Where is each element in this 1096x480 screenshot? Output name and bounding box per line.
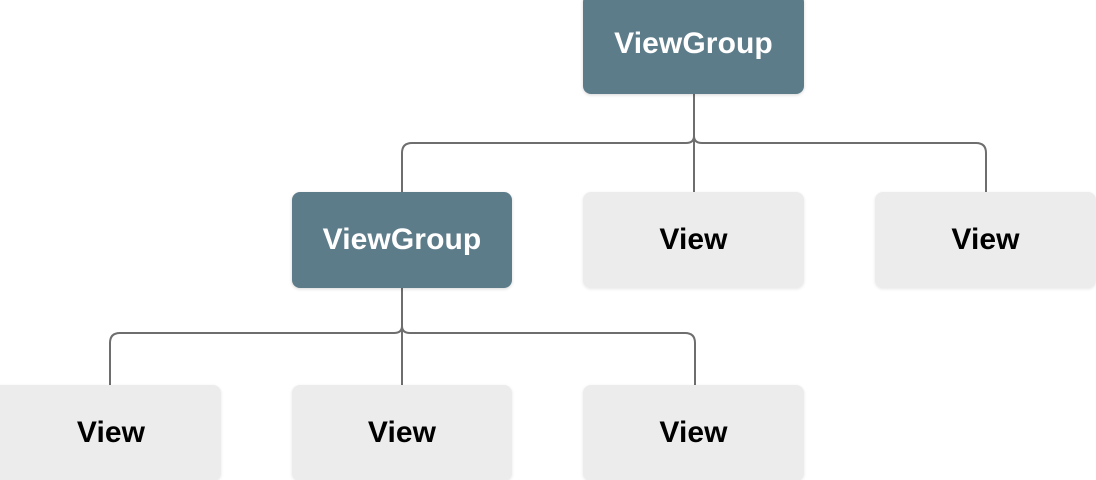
node-root-viewgroup[interactable]: ViewGroup <box>583 0 804 94</box>
edge-bus2-junction <box>393 325 411 334</box>
edge-bus1-junction <box>685 135 703 144</box>
node-leaf-view-3[interactable]: View <box>583 385 804 480</box>
edge-child-to-leaf-3 <box>410 332 696 385</box>
node-leaf-view-2[interactable]: View <box>292 385 512 480</box>
node-leaf-view-1[interactable]: View <box>0 385 221 480</box>
node-label: ViewGroup <box>614 27 773 60</box>
node-label: ViewGroup <box>322 223 482 256</box>
node-label: View <box>659 416 728 449</box>
node-label: View <box>951 223 1020 256</box>
edge-root-to-child-viewgroup <box>401 142 686 192</box>
node-child-viewgroup[interactable]: ViewGroup <box>292 192 512 288</box>
node-child-view-1[interactable]: View <box>583 192 804 288</box>
edge-child-to-leaf-1 <box>109 332 394 385</box>
node-child-view-2[interactable]: View <box>875 192 1096 288</box>
node-label: View <box>367 416 437 449</box>
node-label: View <box>76 416 146 449</box>
edge-root-to-view-2 <box>702 142 987 192</box>
node-label: View <box>659 223 728 256</box>
